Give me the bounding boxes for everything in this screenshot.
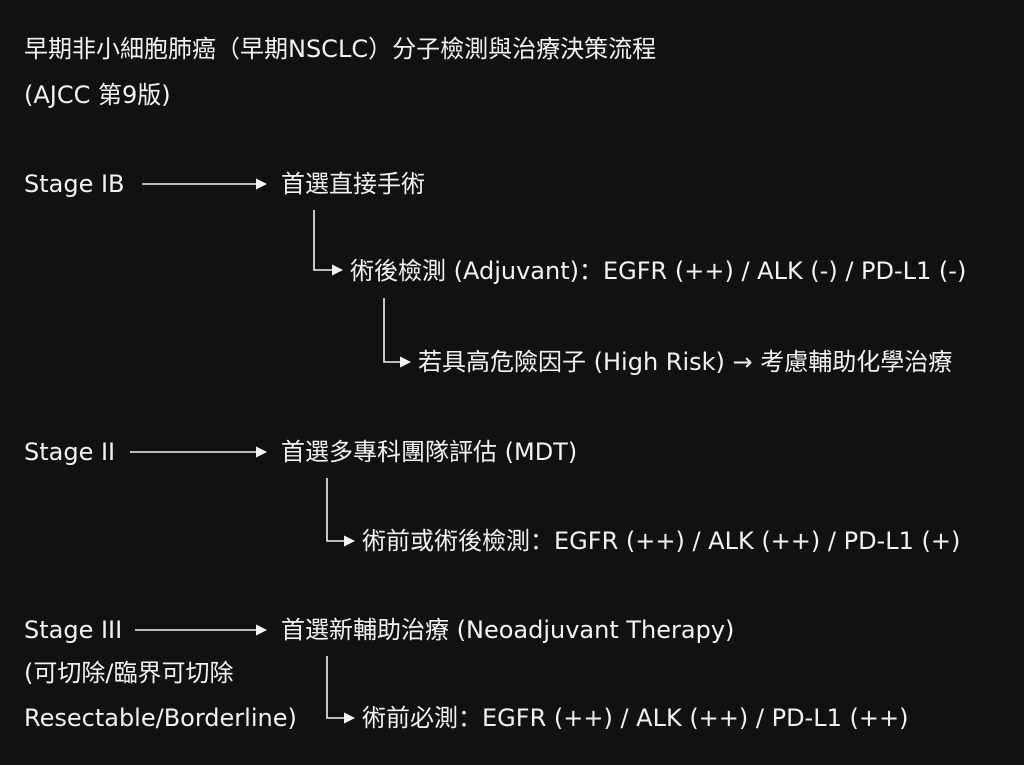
elbow-stage-iii-test: [326, 656, 356, 724]
stage-iii-test: 術前必測：EGFR (++) / ALK (++) / PD-L1 (++): [362, 704, 909, 732]
elbow-stage-ib-risk: [383, 298, 412, 368]
stage-iii-sublabel-2: Resectable/Borderline): [24, 704, 297, 732]
stage-ii-primary: 首選多專科團隊評估 (MDT): [281, 438, 578, 466]
diagram-title: 早期非小細胞肺癌（早期NSCLC）分子檢測與治療決策流程: [24, 35, 657, 63]
stage-iii-label: Stage III: [24, 616, 123, 644]
stage-ii-label: Stage II: [24, 438, 116, 466]
stage-ii-test: 術前或術後檢測：EGFR (++) / ALK (++) / PD-L1 (+): [362, 527, 961, 555]
elbow-stage-ib-test: [313, 210, 344, 276]
stage-ib-test: 術後檢測 (Adjuvant)：EGFR (++) / ALK (-) / PD…: [350, 257, 967, 285]
stage-ib-label: Stage IB: [24, 170, 125, 198]
elbow-stage-ii-test: [326, 478, 356, 547]
diagram-subtitle: (AJCC 第9版): [24, 81, 171, 109]
stage-iii-sublabel-1: (可切除/臨界可切除: [24, 659, 234, 687]
stage-iii-primary: 首選新輔助治療 (Neoadjuvant Therapy): [281, 616, 735, 644]
stage-ib-primary: 首選直接手術: [281, 170, 425, 198]
stage-ib-high-risk: 若具高危險因子 (High Risk) → 考慮輔助化學治療: [418, 348, 953, 376]
